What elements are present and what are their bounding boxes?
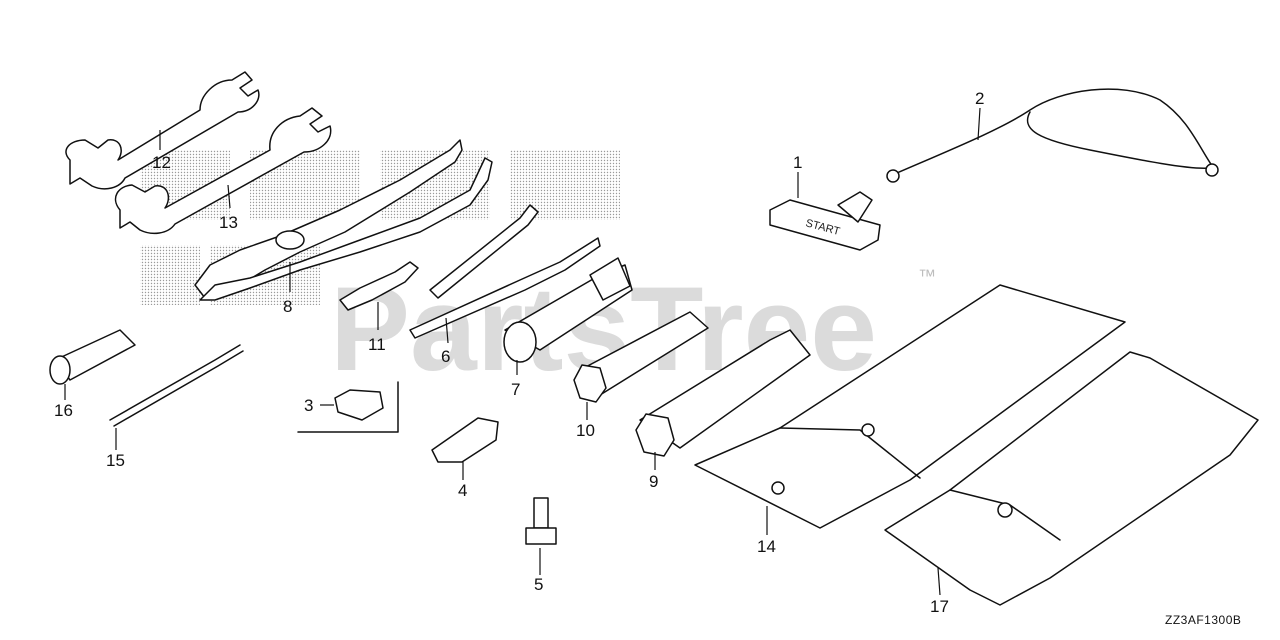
callout-13: 13 (219, 213, 238, 232)
diagram-code: ZZ3AF1300B (1165, 613, 1241, 627)
part-9-box-wrench (635, 329, 811, 457)
callout-8: 8 (283, 297, 292, 316)
part-12-wrench (65, 71, 260, 190)
part-13-wrench (114, 107, 332, 235)
callout-labels: 12 13 8 11 6 7 10 9 3 4 5 15 16 1 2 14 1… (54, 89, 984, 616)
part-11-tool (339, 261, 419, 311)
part-7-socket (503, 257, 633, 363)
part-8-pliers (194, 139, 493, 301)
part-4-connector (431, 417, 499, 463)
callout-9: 9 (649, 472, 658, 491)
part-5-bolt (525, 497, 557, 545)
part-1-starter-handle: START (769, 191, 881, 251)
callout-4: 4 (458, 481, 467, 500)
part-14-tool-bag (694, 284, 1126, 529)
part-10-box-wrench (573, 311, 709, 403)
callout-7: 7 (511, 380, 520, 399)
trademark-symbol: ™ (918, 266, 936, 286)
callout-12: 12 (152, 153, 171, 172)
callout-10: 10 (576, 421, 595, 440)
callout-15: 15 (106, 451, 125, 470)
part-6-screwdriver (409, 204, 601, 339)
part-2-rope (886, 88, 1219, 183)
callout-1: 1 (793, 153, 802, 172)
callout-5: 5 (534, 575, 543, 594)
part-15-screwdriver (109, 344, 244, 427)
callout-17: 17 (930, 597, 949, 616)
part-17-tool-pouch (884, 351, 1259, 606)
callout-6: 6 (441, 347, 450, 366)
part-16-handle (49, 329, 136, 385)
callout-3: 3 (304, 396, 313, 415)
callout-14: 14 (757, 537, 776, 556)
callout-16: 16 (54, 401, 73, 420)
leader-lines (64, 107, 981, 596)
callout-11: 11 (368, 335, 386, 354)
callout-2: 2 (975, 89, 984, 108)
part-3-clip (297, 381, 399, 433)
